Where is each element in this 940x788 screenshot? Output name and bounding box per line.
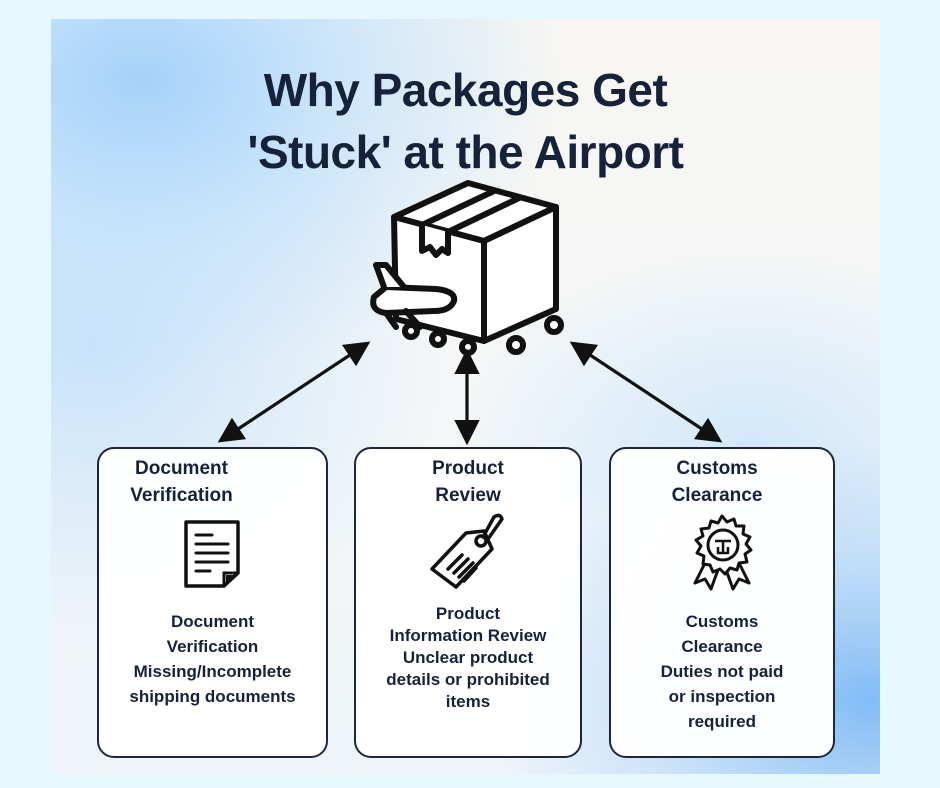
document-icon	[183, 520, 240, 588]
card-title-line: Clearance	[671, 485, 763, 506]
card-body-line: required	[687, 712, 757, 731]
card-title-line: Document	[135, 458, 228, 479]
card-body-line: Customs	[685, 612, 759, 631]
card-body-line: Document	[170, 612, 255, 631]
title-line-2: 'Stuck' at the Airport	[247, 126, 685, 178]
card-title: Product Review	[356, 455, 580, 509]
title-line-1: Why Packages Get	[263, 64, 668, 116]
card-product-review: Product Review Product Information Revie…	[354, 447, 582, 758]
page-title: Why Packages Get 'Stuck' at the Airport	[51, 59, 880, 183]
card-title-line: Review	[435, 485, 501, 506]
card-body-line: shipping documents	[129, 687, 296, 706]
card-body-line: Clearance	[681, 637, 763, 656]
package-airplane-icon	[370, 180, 564, 356]
card-body-line: Duties not paid	[660, 662, 784, 681]
card-document-verification: Document Verification Document Verificat…	[97, 447, 328, 758]
card-title-line: Customs	[676, 458, 758, 479]
card-body-line: Unclear product	[402, 648, 534, 667]
card-body-line: Product	[435, 604, 501, 623]
card-description: Product Information Review Unclear produ…	[360, 603, 576, 713]
card-body-line: items	[445, 692, 491, 711]
card-title: Customs Clearance	[611, 455, 823, 509]
card-body-line: details or prohibited	[386, 670, 550, 689]
infographic-panel: Why Packages Get 'Stuck' at the Airport	[51, 19, 880, 774]
award-badge-icon	[693, 514, 753, 591]
card-body-line: or inspection	[668, 687, 776, 706]
card-title-line: Product	[432, 458, 504, 479]
card-body-line: Missing/Incomplete	[133, 662, 292, 681]
card-title-line: Verification	[130, 485, 233, 506]
card-description: Customs Clearance Duties not paid or ins…	[615, 609, 829, 734]
card-body-line: Verification	[166, 637, 259, 656]
card-description: Document Verification Missing/Incomplete…	[103, 609, 322, 709]
arrow-to-customs-clearance	[569, 341, 723, 443]
card-title: Document Verification	[109, 455, 254, 509]
price-tag-icon	[430, 513, 504, 589]
arrow-to-document-verification	[217, 341, 371, 443]
card-customs-clearance: Customs Clearance Customs Clearance Duti…	[609, 447, 835, 758]
card-body-line: Information Review	[389, 626, 547, 645]
